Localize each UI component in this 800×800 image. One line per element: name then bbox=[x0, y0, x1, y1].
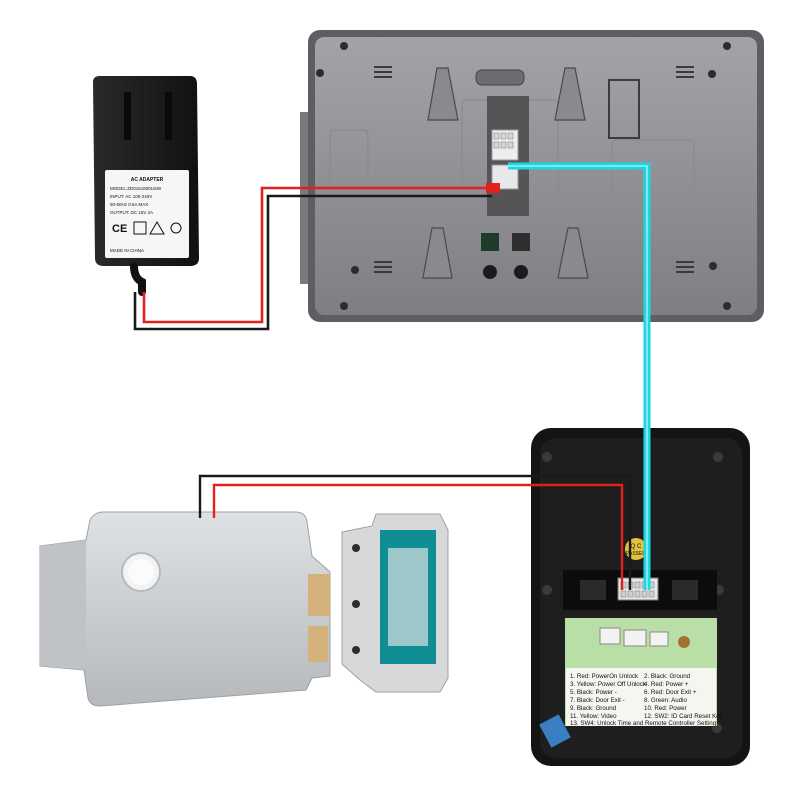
qc-badge-line2: PASSED bbox=[626, 551, 646, 557]
pin-legend-item: 2. Black: Ground bbox=[644, 673, 691, 680]
wire-red-lock bbox=[212, 483, 624, 590]
monitor-vents bbox=[374, 66, 694, 273]
indoor-monitor bbox=[300, 30, 764, 322]
pin-legend-item: 3. Yellow: Power Off Unlock bbox=[570, 681, 647, 688]
monitor-mount-hooks bbox=[422, 67, 589, 279]
pin-legend-item: 11. Yellow: Video bbox=[570, 713, 617, 720]
outdoor-unit: Q C PASSED 1. Red: PowerOn Unlock 2. Bla… bbox=[531, 428, 750, 766]
monitor-jack-right bbox=[514, 265, 528, 279]
monitor-connector-pins bbox=[493, 132, 514, 149]
adapter-title: AC ADAPTER bbox=[131, 177, 164, 183]
adapter-ce-mark: CE bbox=[112, 223, 127, 235]
adapter-prong-right bbox=[165, 92, 172, 140]
adapter-model: MODEL:ZD0151600USW bbox=[110, 186, 162, 191]
pin-legend-item: 5. Black: Power - bbox=[570, 689, 617, 696]
pcb-switch-2 bbox=[623, 629, 647, 647]
monitor-power-terminal bbox=[486, 183, 500, 193]
pcb-switch-1 bbox=[599, 627, 621, 645]
electric-lock bbox=[39, 511, 449, 707]
lock-body bbox=[39, 511, 331, 707]
monitor-outline-box bbox=[608, 79, 640, 139]
lock-key-face bbox=[128, 559, 154, 585]
adapter-cert-icon bbox=[133, 221, 147, 235]
adapter-energy-icon bbox=[170, 222, 182, 234]
adapter-input: INPUT: AC 100-240V bbox=[110, 194, 152, 199]
ac-adapter: AC ADAPTER MODEL:ZD0151600USW INPUT: AC … bbox=[93, 76, 199, 296]
adapter-cable bbox=[130, 262, 146, 296]
adapter-made-in: MADE IN CHINA bbox=[110, 248, 144, 253]
wire-black-lock bbox=[198, 474, 632, 590]
strike-plate-screws bbox=[352, 544, 360, 654]
lock-latch-bolt bbox=[308, 574, 330, 616]
monitor-top-slot bbox=[475, 69, 525, 86]
qc-badge-line1: Q C bbox=[631, 544, 642, 550]
wire-cyan-bundle bbox=[508, 162, 651, 590]
monitor-button-right bbox=[512, 233, 530, 251]
pin-legend-item: 10. Red: Power bbox=[644, 705, 687, 712]
pin-legend-item: 7. Black: Door Exit - bbox=[570, 697, 625, 704]
adapter-home-icon bbox=[149, 221, 165, 235]
wires-outdoor-to-lock bbox=[198, 474, 632, 590]
pin-legend-panel bbox=[566, 668, 716, 726]
pcb-component bbox=[678, 636, 690, 648]
monitor-screw-holes bbox=[316, 42, 731, 310]
strike-plate-opening bbox=[388, 548, 428, 646]
wire-black-ground bbox=[133, 194, 492, 331]
pin-legend-item: 9. Black: Ground bbox=[570, 705, 617, 712]
warranty-sticker bbox=[539, 714, 571, 748]
pin-legend: 1. Red: PowerOn Unlock 2. Black: Ground … bbox=[570, 673, 724, 727]
pin-legend-item: 12. SW2: ID Card Reset Key bbox=[644, 713, 724, 720]
pin-legend-item: 8. Green: Audio bbox=[644, 697, 688, 704]
wire-cyan-highlight bbox=[508, 165, 648, 590]
lock-side-plate bbox=[40, 540, 86, 670]
wire-red-power bbox=[142, 186, 492, 324]
pcb-switch-3 bbox=[649, 631, 669, 647]
lock-dead-bolt bbox=[308, 626, 328, 662]
pin-legend-item: 13. SW4: Unlock Time and Remote Controll… bbox=[570, 720, 717, 727]
wires-adapter-to-monitor bbox=[133, 186, 492, 331]
pin-legend-item: 4. Red: Power + bbox=[644, 681, 689, 688]
monitor-jack-left bbox=[483, 265, 497, 279]
outdoor-terminal-left bbox=[580, 580, 606, 600]
adapter-output: OUTPUT: DC 15V 2A bbox=[110, 210, 153, 215]
pin-legend-item: 1. Red: PowerOn Unlock bbox=[570, 673, 639, 680]
monitor-back-panel bbox=[315, 37, 757, 315]
adapter-label bbox=[105, 170, 189, 258]
pin-legend-item: 6. Red: Door Exit + bbox=[644, 689, 697, 696]
adapter-prong-left bbox=[124, 92, 131, 140]
outdoor-terminal-right bbox=[672, 580, 698, 600]
adapter-frequency: 50-60Hz 0.5A MAX bbox=[110, 202, 148, 207]
monitor-button-left bbox=[481, 233, 499, 251]
